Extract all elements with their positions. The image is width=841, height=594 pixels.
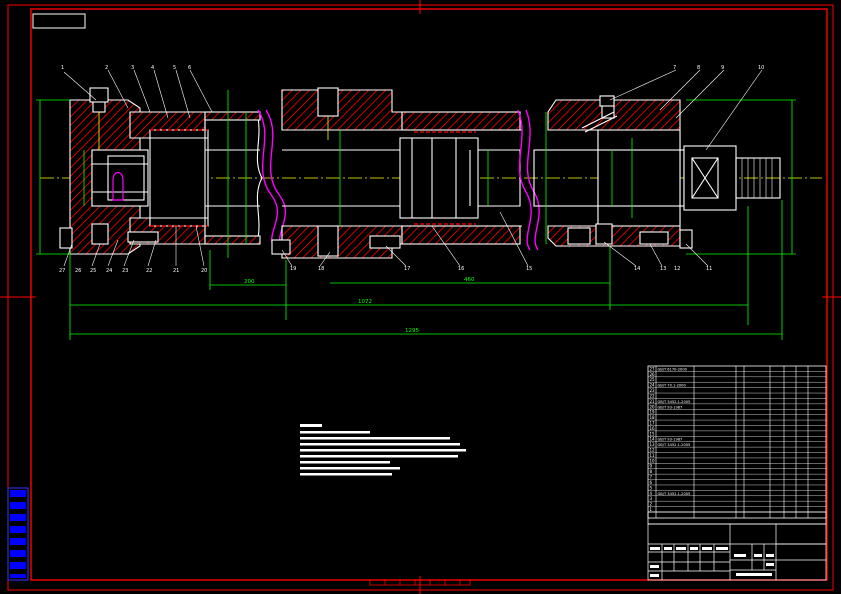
part-label-17: 17 [404,266,410,272]
part-label-2: 2 [105,65,108,71]
part-label-6: 6 [188,65,191,71]
dimension-200: 200 [244,279,255,285]
bom-row-number: 26 [650,372,656,377]
barrel-left-upper [204,117,263,239]
bom-row-number: 24 [650,383,656,388]
part-label-25: 25 [90,268,96,274]
dimension-1072: 1072 [358,299,372,305]
bom-row-standard: GB/T 6170-2000 [658,367,688,371]
left-seal-stack [149,129,209,227]
bom-row-standard: GB/T 93-1987 [658,438,683,442]
break-line-right [517,109,532,251]
part-label-12: 12 [674,266,680,272]
bom-row-number: 27 [650,366,656,371]
bom-row-number: 19 [650,410,656,415]
part-label-19: 19 [290,266,296,272]
cylinder-assembly [59,87,781,259]
bom-row-standard: GB/T 3452.1-2005 [658,400,691,404]
part-label-4: 4 [151,65,154,71]
tube-wall-lower [401,225,521,245]
part-label-21: 21 [173,268,179,274]
part-label-11: 11 [706,266,712,272]
bom-row-number: 10 [650,458,656,463]
part-label-27: 27 [59,268,65,274]
bom-row-number: 7 [650,475,653,480]
tube-wall-upper [401,111,521,131]
bom-row-number: 5 [650,485,653,490]
bom-row-number: 9 [650,464,653,469]
bom-row-number: 23 [650,388,656,393]
bom-row-standard: GB/T 93-1987 [658,405,683,409]
part-label-14: 14 [634,266,640,272]
piston [399,137,479,219]
part-label-18: 18 [318,266,324,272]
break-line-left [257,109,279,251]
part-label-8: 8 [697,65,700,71]
dimension-values: 200 460 1072 1295 [244,277,475,334]
bom-row-number: 22 [650,393,656,398]
technical-notes [300,424,466,476]
bom-row-number: 16 [650,426,656,431]
part-label-13: 13 [660,266,666,272]
dimension-1295: 1295 [405,328,419,334]
part-label-1: 1 [61,65,64,71]
bom-row-number: 14 [650,437,656,442]
rod-end [683,145,737,211]
bom-row-standard: GB/T 3452.1-2005 [658,492,691,496]
leader-lines [63,69,763,267]
part-label-16: 16 [458,266,464,272]
middle-block [281,89,403,131]
dimension-460: 460 [464,277,475,283]
bom-row-number: 13 [650,442,656,447]
title-block [647,523,827,581]
right-cap-bore [597,129,681,227]
part-label-15: 15 [526,266,532,272]
bom-row-number: 25 [650,377,656,382]
bom-row-number: 3 [650,496,653,501]
part-label-20: 20 [201,268,207,274]
rod-thread [735,157,781,199]
fasteners [59,223,693,255]
left-cap-pocket [107,155,145,201]
left-side-panel [7,487,29,581]
part-label-3: 3 [131,65,134,71]
title-block-marks [650,547,774,577]
bom-row-number: 17 [650,420,656,425]
bom-row-number: 6 [650,480,653,485]
bom-row-number: 18 [650,415,656,420]
bom-row-number: 11 [650,453,656,458]
title-tag-box [32,13,86,29]
part-label-23: 23 [122,268,128,274]
bom-row-number: 12 [650,448,656,453]
bom-row-number: 8 [650,469,653,474]
bom-row-standard: GB/T 3452.1-2005 [658,443,691,447]
outer-frame [7,4,834,591]
part-label-24: 24 [106,268,112,274]
part-label-22: 22 [146,268,152,274]
bom-row-number: 21 [650,399,656,404]
dimensions [36,90,796,340]
zone-strip [369,579,471,586]
part-label-9: 9 [721,65,724,71]
bom-row-number: 4 [650,491,653,496]
bom-row-number: 15 [650,431,656,436]
bom-row-standard: GB/T 70.1-2000 [658,384,687,388]
part-label-26: 26 [75,268,81,274]
part-label-10: 10 [758,65,764,71]
part-label-7: 7 [673,65,676,71]
part-label-5: 5 [173,65,176,71]
part-number-labels: 1 2 3 4 5 6 7 8 9 10 27 26 25 24 23 22 2… [59,65,764,274]
bom-row-number: 2 [650,502,653,507]
bom-row-number: 20 [650,404,656,409]
bom-row-number: 1 [650,507,653,512]
inner-frame [30,8,828,581]
